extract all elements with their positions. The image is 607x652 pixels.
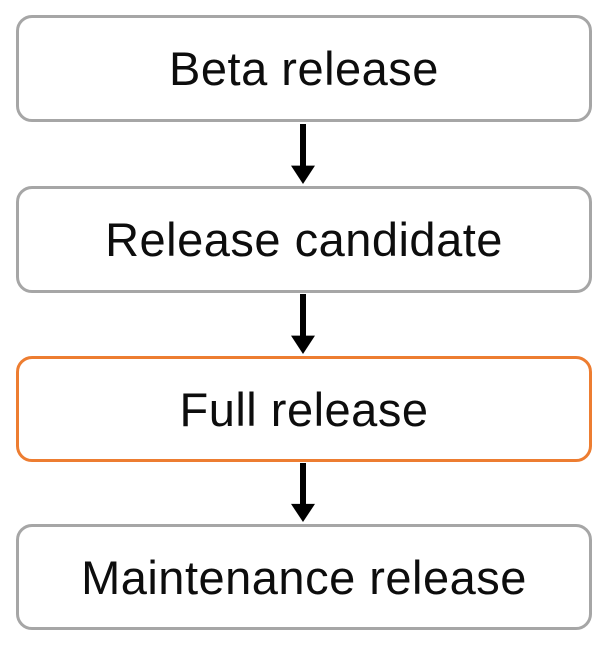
node-release-candidate: Release candidate	[16, 186, 592, 293]
node-release-candidate-label: Release candidate	[105, 213, 503, 266]
node-beta-release: Beta release	[16, 15, 592, 122]
node-maintenance-release-label: Maintenance release	[81, 550, 527, 604]
node-full-release-label: Full release	[179, 382, 429, 436]
node-full-release: Full release	[16, 356, 592, 462]
node-maintenance-release: Maintenance release	[16, 524, 592, 630]
down-arrow-icon	[291, 124, 315, 184]
down-arrow-icon	[291, 294, 315, 354]
node-beta-release-label: Beta release	[169, 42, 439, 95]
down-arrow-icon	[291, 463, 315, 522]
